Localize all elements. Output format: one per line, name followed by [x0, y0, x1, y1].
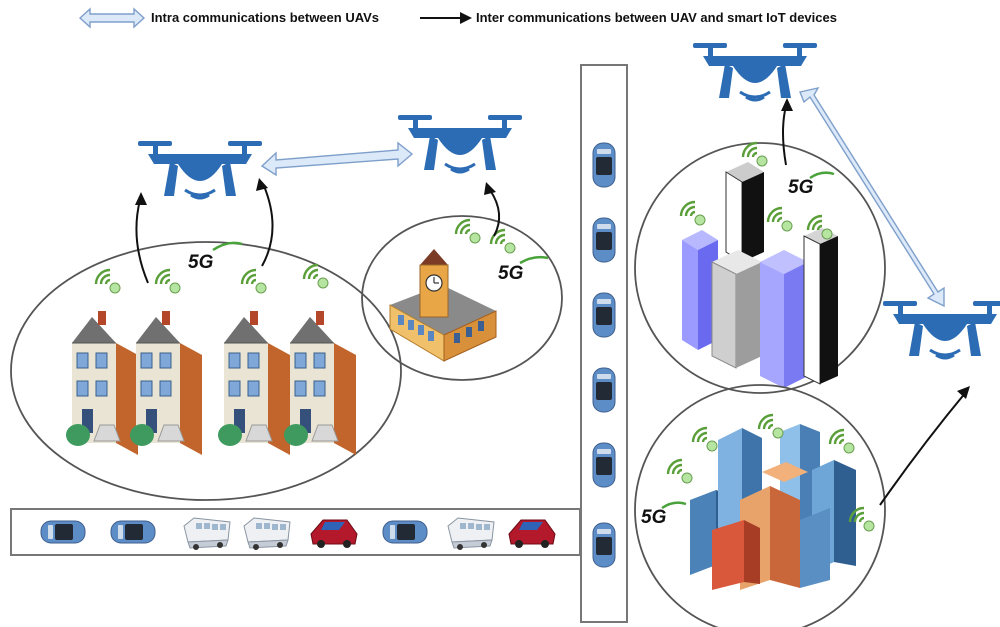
legend-intra-arrow: [78, 7, 146, 29]
wireless-signal-icon: [154, 268, 182, 295]
car-icon: [110, 520, 156, 544]
bus-icon: [243, 517, 291, 551]
school-cluster: [361, 215, 563, 381]
townhouse-icon: [283, 310, 357, 456]
car-icon: [592, 142, 616, 188]
wireless-signal-icon: [666, 458, 694, 485]
townhouse-icon: [217, 310, 291, 456]
bus-icon: [183, 517, 231, 551]
car-icon: [592, 292, 616, 338]
car-icon: [592, 522, 616, 568]
uav-drone-icon: [881, 299, 1000, 360]
wireless-signal-icon: [766, 206, 794, 233]
school-building-icon: [389, 249, 497, 362]
skyscraper-cluster: [634, 142, 886, 394]
signal-swoosh: [661, 501, 687, 510]
wireless-signal-icon: [741, 141, 769, 168]
network-badge: 5G: [641, 507, 667, 528]
uav-drone-icon: [396, 113, 524, 174]
wireless-signal-icon: [679, 200, 707, 227]
wireless-signal-icon: [757, 413, 785, 440]
network-badge: 5G: [788, 177, 814, 198]
signal-swoosh: [809, 171, 835, 180]
city-skyline-icon: [690, 424, 856, 590]
car-icon: [592, 367, 616, 413]
car-icon: [592, 442, 616, 488]
wireless-signal-icon: [691, 426, 719, 453]
townhouse-icon: [65, 310, 139, 456]
car-icon: [40, 520, 86, 544]
car-icon: [592, 217, 616, 263]
skyscraper-icon: [682, 162, 838, 388]
uav-drone-icon: [691, 41, 819, 102]
road-horizontal: [10, 508, 581, 556]
network-badge: 5G: [498, 263, 524, 284]
inter-uav-iot-link: [135, 105, 967, 506]
wireless-signal-icon: [828, 428, 856, 455]
intra-uav-link: [260, 141, 414, 177]
signal-swoosh: [212, 241, 243, 252]
intra-uav-link: [799, 86, 945, 308]
townhouse-icon: [129, 310, 203, 456]
inter-arrowheads: [135, 98, 970, 399]
wireless-signal-icon: [94, 268, 122, 295]
residential-cluster: [10, 241, 402, 501]
city-cluster: [634, 384, 886, 627]
wireless-signal-icon: [240, 268, 268, 295]
uav-drone-icon: [136, 139, 264, 200]
network-badge: 5G: [188, 252, 214, 273]
legend-intra-label: Intra communications between UAVs: [151, 10, 380, 25]
car-icon: [382, 520, 428, 544]
legend-inter-label: Inter communications between UAV and sma…: [476, 10, 837, 25]
signal-swoosh: [519, 255, 549, 265]
wireless-signal-icon: [454, 218, 482, 245]
bus-icon: [447, 517, 495, 551]
legend-inter-arrow: [420, 12, 472, 24]
